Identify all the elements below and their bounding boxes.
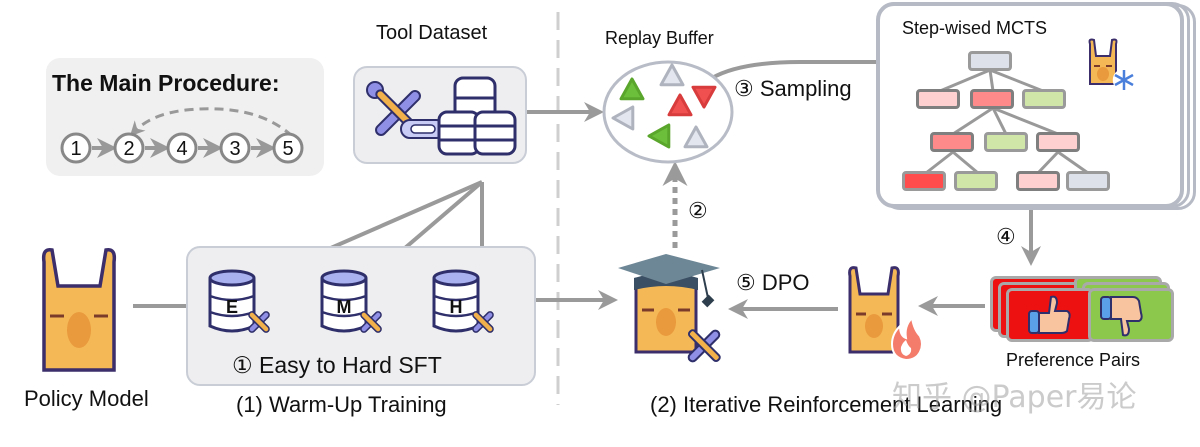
mcts-node-mid-red (970, 89, 1014, 109)
buffer-item-red-triangle (691, 85, 717, 109)
procedure-step-number: 1 (70, 138, 81, 160)
procedure-step-number: 3 (229, 138, 240, 160)
main-procedure-panel: The Main Procedure: 1 2 4 3 5 (46, 58, 324, 176)
mcts-node-light-red (916, 89, 960, 109)
policy-model (36, 246, 128, 376)
llama-icon (1088, 38, 1118, 85)
dataset-level-label: M (337, 297, 352, 317)
mcts-node-light-red (1036, 132, 1080, 152)
procedure-step-circle (219, 132, 251, 164)
dataset-m: M (318, 268, 388, 340)
student-llama (616, 248, 726, 366)
rl-section-label: (2) Iterative Reinforcement Learning (650, 392, 1003, 417)
thumbs-up-icon (1028, 295, 1071, 334)
thumbs-down-icon (1100, 296, 1143, 337)
step4-label: ④ (996, 224, 1016, 249)
database-icon (320, 269, 368, 333)
watermark: 知乎 @Paper易论 (892, 380, 1137, 415)
procedure-flow: 1 2 4 3 5 (60, 107, 304, 164)
tools-icon (360, 311, 382, 333)
replay-buffer-label: Replay Buffer (605, 28, 714, 48)
fire-icon (890, 315, 923, 362)
buffer-item-grey-triangle (659, 63, 685, 87)
warmup-section-label: (1) Warm-Up Training (236, 392, 447, 417)
llama-icon (848, 266, 900, 354)
sampling-label: ③ Sampling (734, 76, 852, 101)
tools-icon (248, 311, 270, 333)
arrow-buffer-to-mcts (711, 52, 962, 80)
llama-icon (41, 248, 117, 372)
main-procedure-title: The Main Procedure: (52, 70, 280, 96)
buffer-item-green-triangle (647, 123, 671, 149)
mcts-node-green (984, 132, 1028, 152)
buffer-item-grey-triangle (683, 125, 709, 149)
mcts-node-red (902, 171, 946, 191)
preference-pairs-label: Preference Pairs (1006, 350, 1141, 370)
tools-icon (687, 329, 721, 363)
procedure-step-number: 4 (176, 138, 187, 160)
tools-icon (472, 311, 494, 333)
procedure-step-number: 5 (282, 138, 293, 160)
mcts-node-grey (1066, 171, 1110, 191)
procedure-step-number: 2 (123, 138, 134, 160)
dataset-level-label: E (226, 297, 238, 317)
llama-icon (634, 280, 698, 354)
procedure-step-circle (272, 132, 304, 164)
dataset-e: E (206, 268, 276, 340)
step2-label: ② (688, 198, 708, 223)
mcts-node-grey (968, 51, 1012, 71)
policy-model-label: Policy Model (24, 386, 149, 411)
tool-dataset-label: Tool Dataset (376, 22, 488, 44)
frozen-llama (1082, 38, 1138, 94)
mcts-node-light-red (1016, 171, 1060, 191)
rejected-card (1088, 288, 1174, 342)
buffer-item-red-triangle (667, 93, 693, 117)
sft-label: ① Easy to Hard SFT (232, 352, 442, 378)
tool-dataset-box (353, 66, 527, 164)
mcts-node-mid-red (930, 132, 974, 152)
procedure-step-circle (166, 132, 198, 164)
mcts-node-green (1022, 89, 1066, 109)
mcts-title: Step-wised MCTS (902, 18, 1048, 38)
preference-pairs (990, 276, 1190, 346)
mcts-node-green (954, 171, 998, 191)
buffer-item-green-triangle (619, 77, 645, 101)
snowflake-icon (1112, 68, 1136, 92)
procedure-step-circle (60, 132, 92, 164)
database-stack-icon (437, 76, 517, 156)
chosen-card (1006, 288, 1094, 342)
database-icon (208, 269, 256, 333)
dataset-h: H (430, 268, 500, 340)
dataset-level-label: H (450, 297, 463, 317)
dpo-label: ⑤ DPO (736, 270, 810, 295)
fire-llama (844, 264, 924, 364)
graduation-cap-icon (618, 254, 720, 308)
procedure-loop-arrow (129, 107, 294, 138)
buffer-item-grey-triangle (611, 105, 635, 131)
procedure-step-circle (113, 132, 145, 164)
